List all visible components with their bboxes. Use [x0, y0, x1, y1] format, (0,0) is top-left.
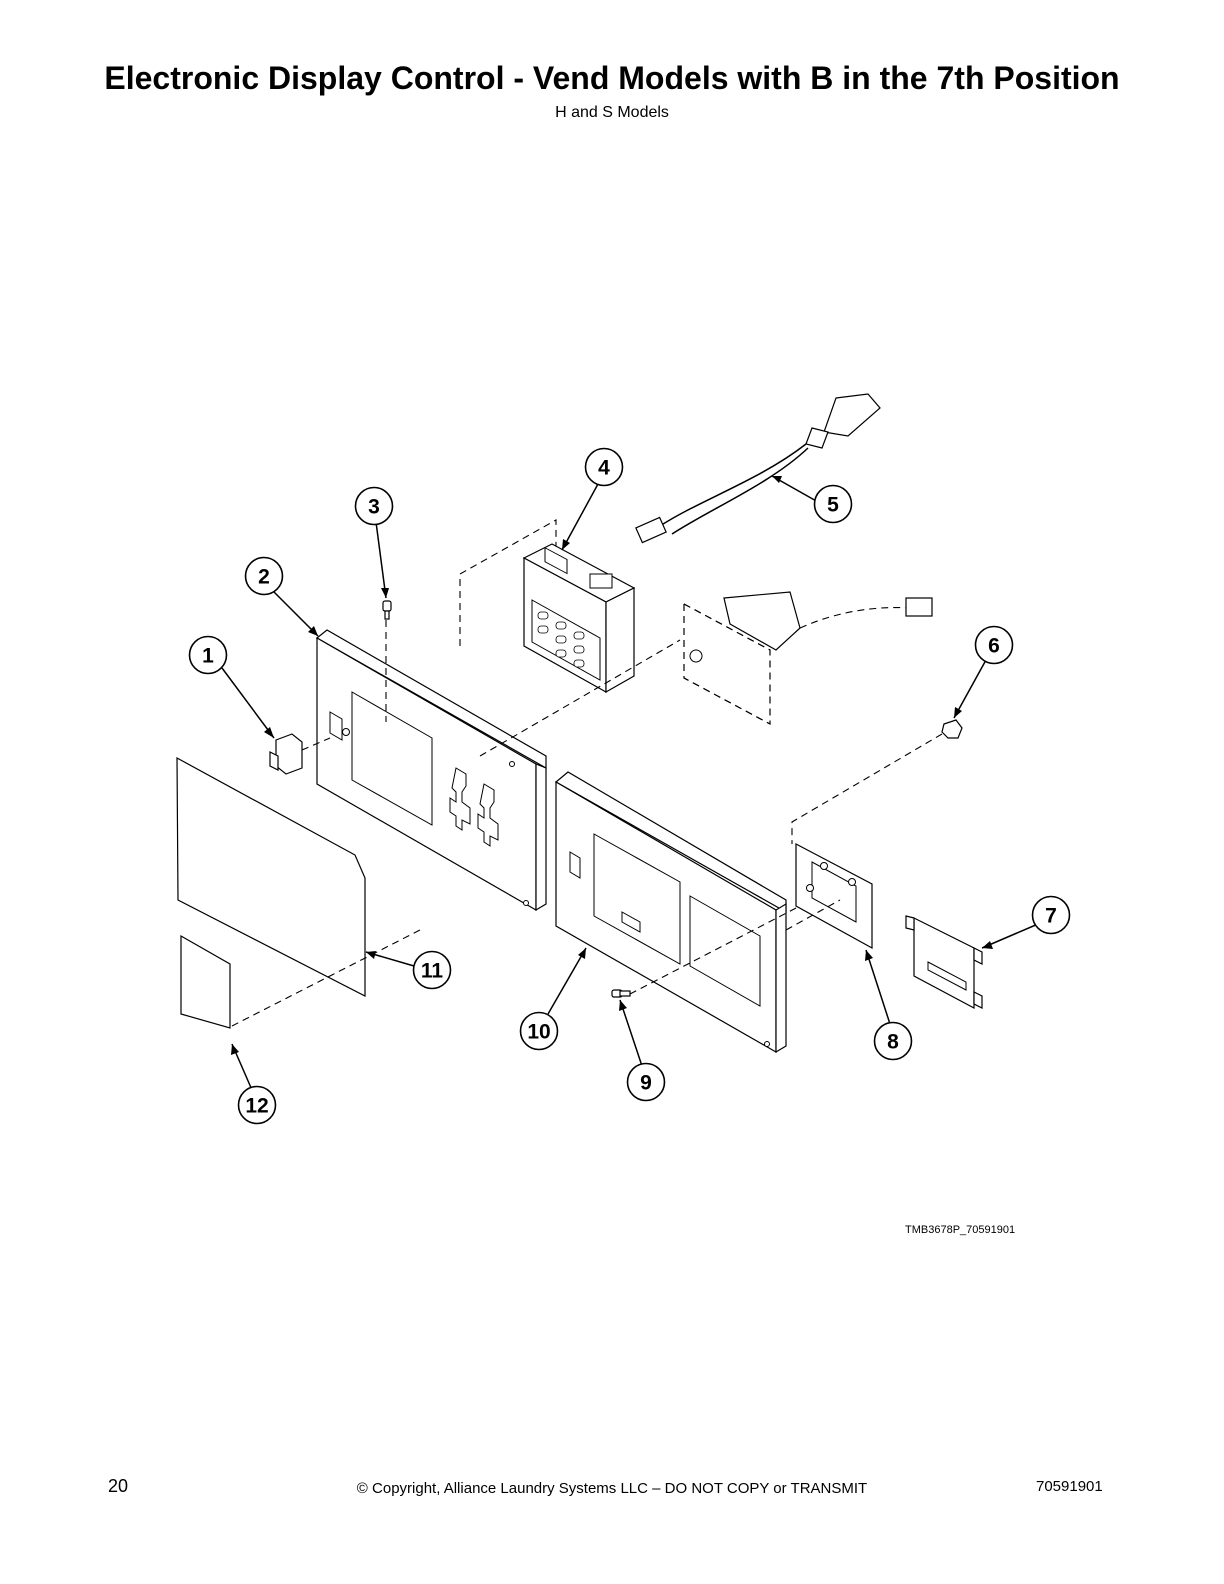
part-2-front-panel-drawing — [315, 629, 547, 912]
svg-text:2: 2 — [258, 566, 270, 589]
part-4-control-module-drawing — [522, 543, 636, 694]
part-5-wire-harness-drawing — [635, 393, 881, 544]
svg-text:7: 7 — [1045, 905, 1057, 928]
callout-12: 12 — [237, 1085, 277, 1125]
svg-text:5: 5 — [827, 494, 839, 517]
callout-10: 10 — [519, 1011, 559, 1051]
control-board-assembly-drawing — [683, 591, 933, 725]
svg-text:9: 9 — [640, 1072, 652, 1095]
svg-text:10: 10 — [527, 1021, 550, 1044]
page-subtitle: H and S Models — [555, 104, 669, 121]
svg-text:11: 11 — [421, 960, 444, 983]
callout-9: 9 — [626, 1062, 666, 1102]
document-number: 70591901 — [1036, 1478, 1103, 1495]
svg-text:1: 1 — [202, 645, 214, 668]
page-title: Electronic Display Control - Vend Models… — [104, 60, 1120, 96]
callout-2: 2 — [244, 556, 284, 596]
svg-text:8: 8 — [887, 1031, 899, 1054]
callout-1: 1 — [188, 635, 228, 675]
svg-text:12: 12 — [245, 1095, 268, 1118]
callout-3: 3 — [354, 486, 394, 526]
callout-6: 6 — [974, 625, 1014, 665]
svg-text:3: 3 — [368, 496, 380, 519]
part-8-plate-drawing — [795, 843, 873, 950]
part-6-nut-drawing — [941, 719, 963, 739]
copyright-notice: © Copyright, Alliance Laundry Systems LL… — [356, 1480, 868, 1497]
part-7-bracket-drawing — [905, 915, 983, 1009]
callout-11: 11 — [412, 950, 452, 990]
callout-5: 5 — [813, 484, 853, 524]
callout-7: 7 — [1031, 895, 1071, 935]
callout-4: 4 — [584, 447, 624, 487]
part-12-label-drawing — [180, 934, 231, 1029]
part-1-switch-drawing — [269, 733, 303, 775]
leader-arrows — [221, 475, 1039, 1091]
part-10-rear-panel-drawing — [554, 771, 787, 1054]
svg-text:6: 6 — [988, 635, 1000, 658]
svg-text:4: 4 — [598, 457, 610, 480]
figure-id: TMB3678P_70591901 — [905, 1224, 1016, 1236]
part-9-screw-drawing — [611, 989, 631, 998]
assembly-lines — [231, 519, 943, 1027]
callout-8: 8 — [873, 1021, 913, 1061]
part-3-screw-drawing — [382, 600, 392, 620]
part-11-overlay-drawing — [176, 756, 366, 997]
page-number: 20 — [108, 1476, 129, 1496]
